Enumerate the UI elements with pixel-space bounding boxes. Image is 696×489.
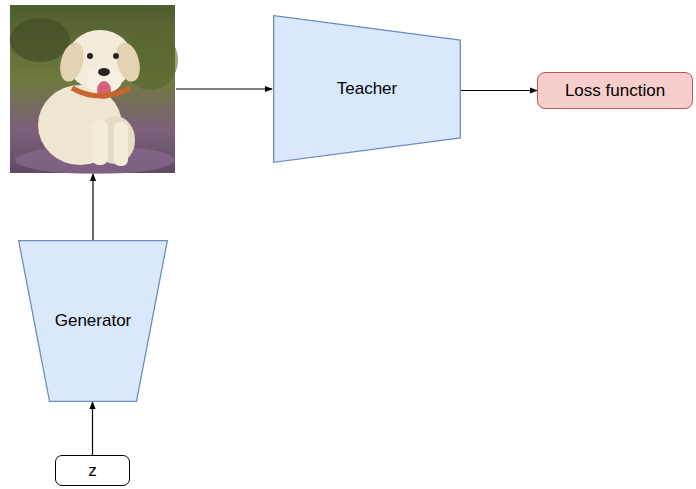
node-label: Loss function <box>565 81 665 101</box>
edge-arrow <box>461 90 537 91</box>
dog-photo <box>10 5 178 174</box>
node-label: Generator <box>55 311 132 331</box>
loss-box: Loss function <box>537 72 693 109</box>
edge-arrow <box>92 402 93 455</box>
generator-trapezoid: Generator <box>18 240 168 402</box>
input-box: z <box>55 455 130 486</box>
shape-outline <box>274 16 461 163</box>
flow-arrow <box>176 88 272 89</box>
shape-outline <box>19 241 168 402</box>
flow-arrow <box>92 174 93 240</box>
teacher-trapezoid: Teacher <box>273 15 461 163</box>
node-label: z <box>88 461 97 481</box>
node-label: Teacher <box>337 79 397 99</box>
